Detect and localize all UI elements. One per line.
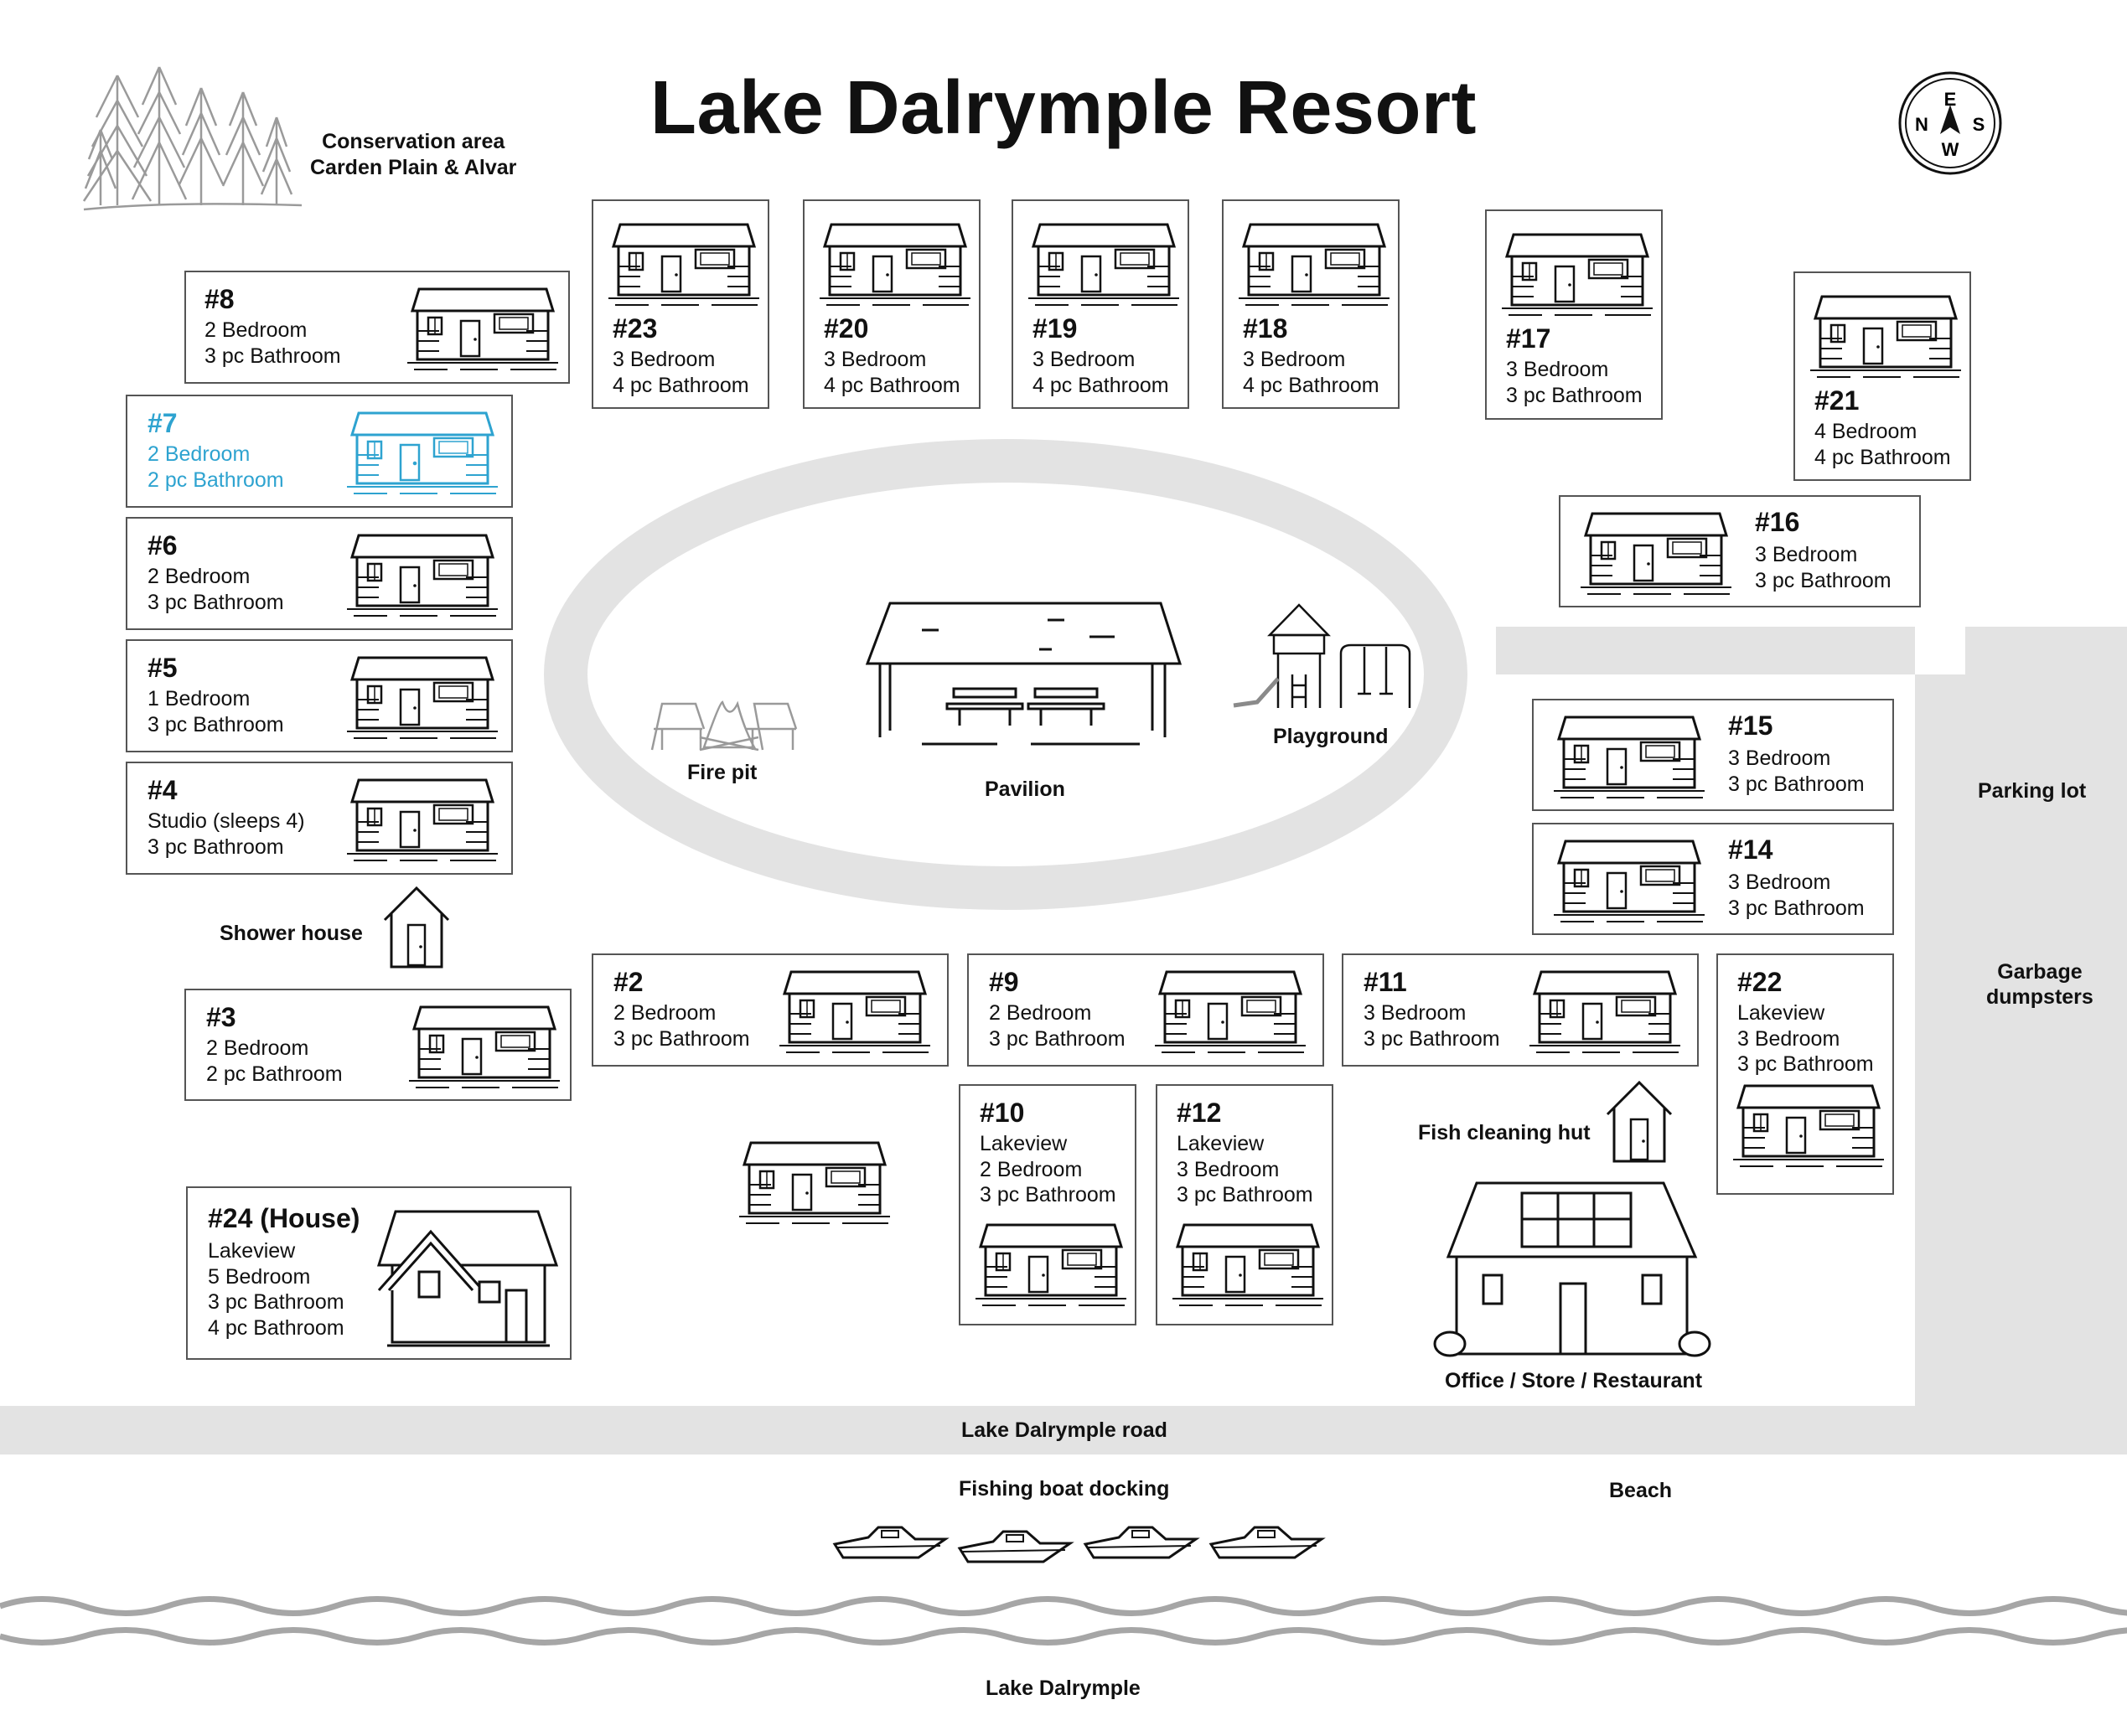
- cabin-icon: [607, 223, 761, 307]
- cabin-icon: [407, 1005, 562, 1089]
- cabin-icon: [778, 970, 932, 1054]
- cabin-icon: [1579, 512, 1733, 596]
- house-icon: [376, 1210, 559, 1347]
- fire-pit-icon: [650, 700, 798, 752]
- cabin-icon: [1809, 295, 1963, 379]
- shower-house-label: Shower house: [220, 922, 363, 945]
- fish-hut-label: Fish cleaning hut: [1418, 1121, 1591, 1144]
- svg-text:W: W: [1942, 139, 1959, 160]
- svg-text:S: S: [1973, 114, 1985, 135]
- lake-label: Lake Dalrymple: [986, 1677, 1141, 1700]
- map-title: Lake Dalrymple Resort: [650, 66, 1477, 150]
- cabin-icon: [818, 223, 972, 307]
- cabin-icon: [1171, 1223, 1325, 1307]
- trees-icon: [82, 66, 303, 211]
- cabin-icon: [345, 656, 499, 740]
- playground-label: Playground: [1273, 725, 1389, 748]
- pavilion-label: Pavilion: [985, 778, 1065, 801]
- cabin-4[interactable]: #4 Studio (sleeps 4)3 pc Bathroom: [126, 762, 513, 875]
- standalone-cabin-icon: [737, 1141, 892, 1225]
- cabin-icon: [1528, 970, 1682, 1054]
- playground-icon: [1233, 603, 1411, 708]
- cabin-icon: [347, 411, 498, 494]
- cabin-icon: [345, 778, 499, 862]
- road-label: Lake Dalrymple road: [961, 1418, 1167, 1442]
- cabin-icon: [345, 534, 499, 617]
- cabin-icon: [1552, 840, 1706, 923]
- garbage-label: Garbage dumpsters: [1986, 960, 2093, 1009]
- compass-icon: E W N S: [1898, 71, 2002, 175]
- beach-label: Beach: [1609, 1479, 1673, 1502]
- office-label: Office / Store / Restaurant: [1445, 1369, 1703, 1392]
- pavilion-icon: [865, 602, 1183, 746]
- cabin-icon: [1237, 223, 1391, 307]
- svg-text:N: N: [1915, 114, 1928, 135]
- fish-hut-icon: [1606, 1081, 1673, 1163]
- conservation-label: Conservation area Carden Plain & Alvar: [310, 130, 517, 179]
- shower-house-icon: [383, 886, 450, 969]
- cabin-icon: [974, 1223, 1128, 1307]
- cabin-icon: [1731, 1084, 1886, 1168]
- cabin-icon: [1500, 233, 1654, 317]
- office-icon: [1433, 1181, 1711, 1357]
- cabin-icon: [1552, 716, 1706, 799]
- parking-lot-label: Parking lot: [1978, 779, 2087, 803]
- cabin-icon: [1153, 970, 1307, 1054]
- fire-pit-label: Fire pit: [687, 761, 758, 784]
- cabin-icon: [406, 287, 560, 371]
- boat-docking-label: Fishing boat docking: [959, 1477, 1170, 1501]
- svg-text:E: E: [1944, 89, 1957, 110]
- cabin-icon: [1027, 223, 1181, 307]
